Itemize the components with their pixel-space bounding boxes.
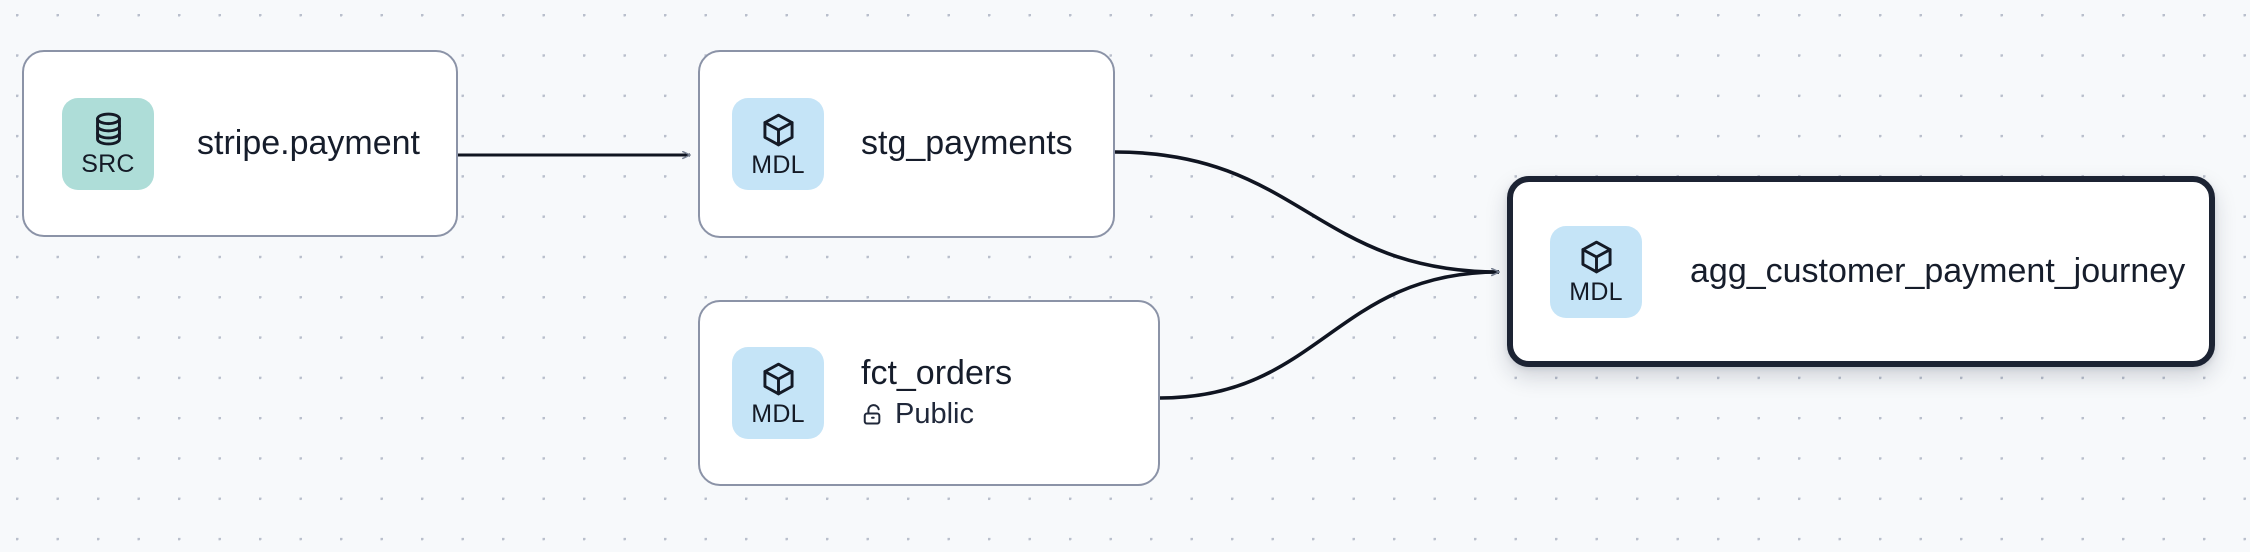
- source-badge-label: SRC: [81, 150, 135, 178]
- node-visibility-label: Public: [895, 398, 974, 431]
- node-visibility: Public: [861, 398, 1012, 431]
- model-type-badge: MDL: [732, 98, 824, 190]
- node-stripe-payment[interactable]: SRC stripe.payment: [22, 50, 458, 237]
- node-title: stripe.payment: [197, 123, 420, 162]
- model-type-badge: MDL: [732, 347, 824, 439]
- source-type-badge: SRC: [62, 97, 154, 190]
- model-badge-label: MDL: [751, 399, 805, 428]
- cube-icon: [760, 111, 797, 149]
- model-badge-label: MDL: [751, 150, 805, 179]
- cube-icon: [760, 360, 797, 398]
- model-type-badge: MDL: [1550, 225, 1642, 318]
- database-icon: [90, 110, 127, 148]
- model-badge-label: MDL: [1569, 278, 1623, 306]
- node-fct-orders[interactable]: MDL fct_orders Public: [698, 300, 1160, 486]
- node-title: stg_payments: [861, 124, 1073, 163]
- node-body: stripe.payment: [197, 123, 420, 162]
- edge-fct-orders-to-agg-customer-payment-journey: [1159, 272, 1499, 400]
- node-title: agg_customer_payment_journey: [1690, 251, 2186, 290]
- node-title: fct_orders: [861, 353, 1013, 392]
- node-body: fct_orders Public: [861, 353, 1013, 431]
- edge-stg-payments-to-agg-customer-payment-journey: [1114, 150, 1499, 272]
- unlock-icon: [861, 402, 886, 428]
- node-body: agg_customer_payment_journey: [1690, 251, 2186, 290]
- cube-icon: [1578, 238, 1615, 276]
- node-body: stg_payments: [861, 124, 1073, 163]
- node-stg-payments[interactable]: MDL stg_payments: [698, 50, 1115, 238]
- node-agg-customer-payment-journey[interactable]: MDL agg_customer_payment_journey: [1507, 176, 2215, 367]
